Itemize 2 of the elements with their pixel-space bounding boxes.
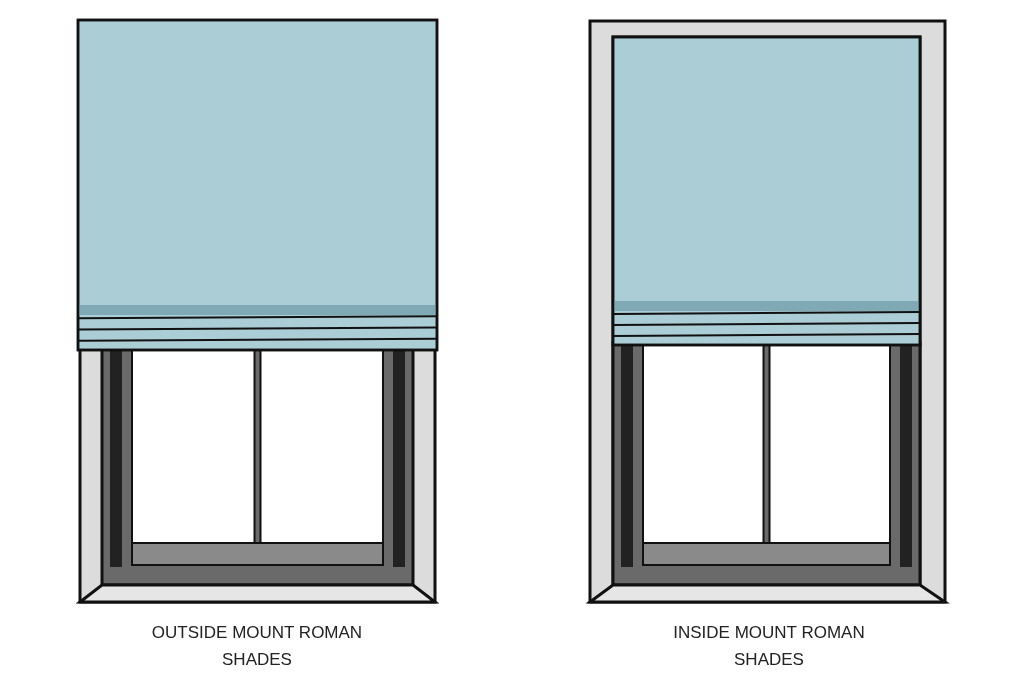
caption: INSIDE MOUNT ROMAN SHADES: [672, 622, 866, 671]
caption: OUTSIDE MOUNT ROMAN SHADES: [150, 622, 364, 671]
